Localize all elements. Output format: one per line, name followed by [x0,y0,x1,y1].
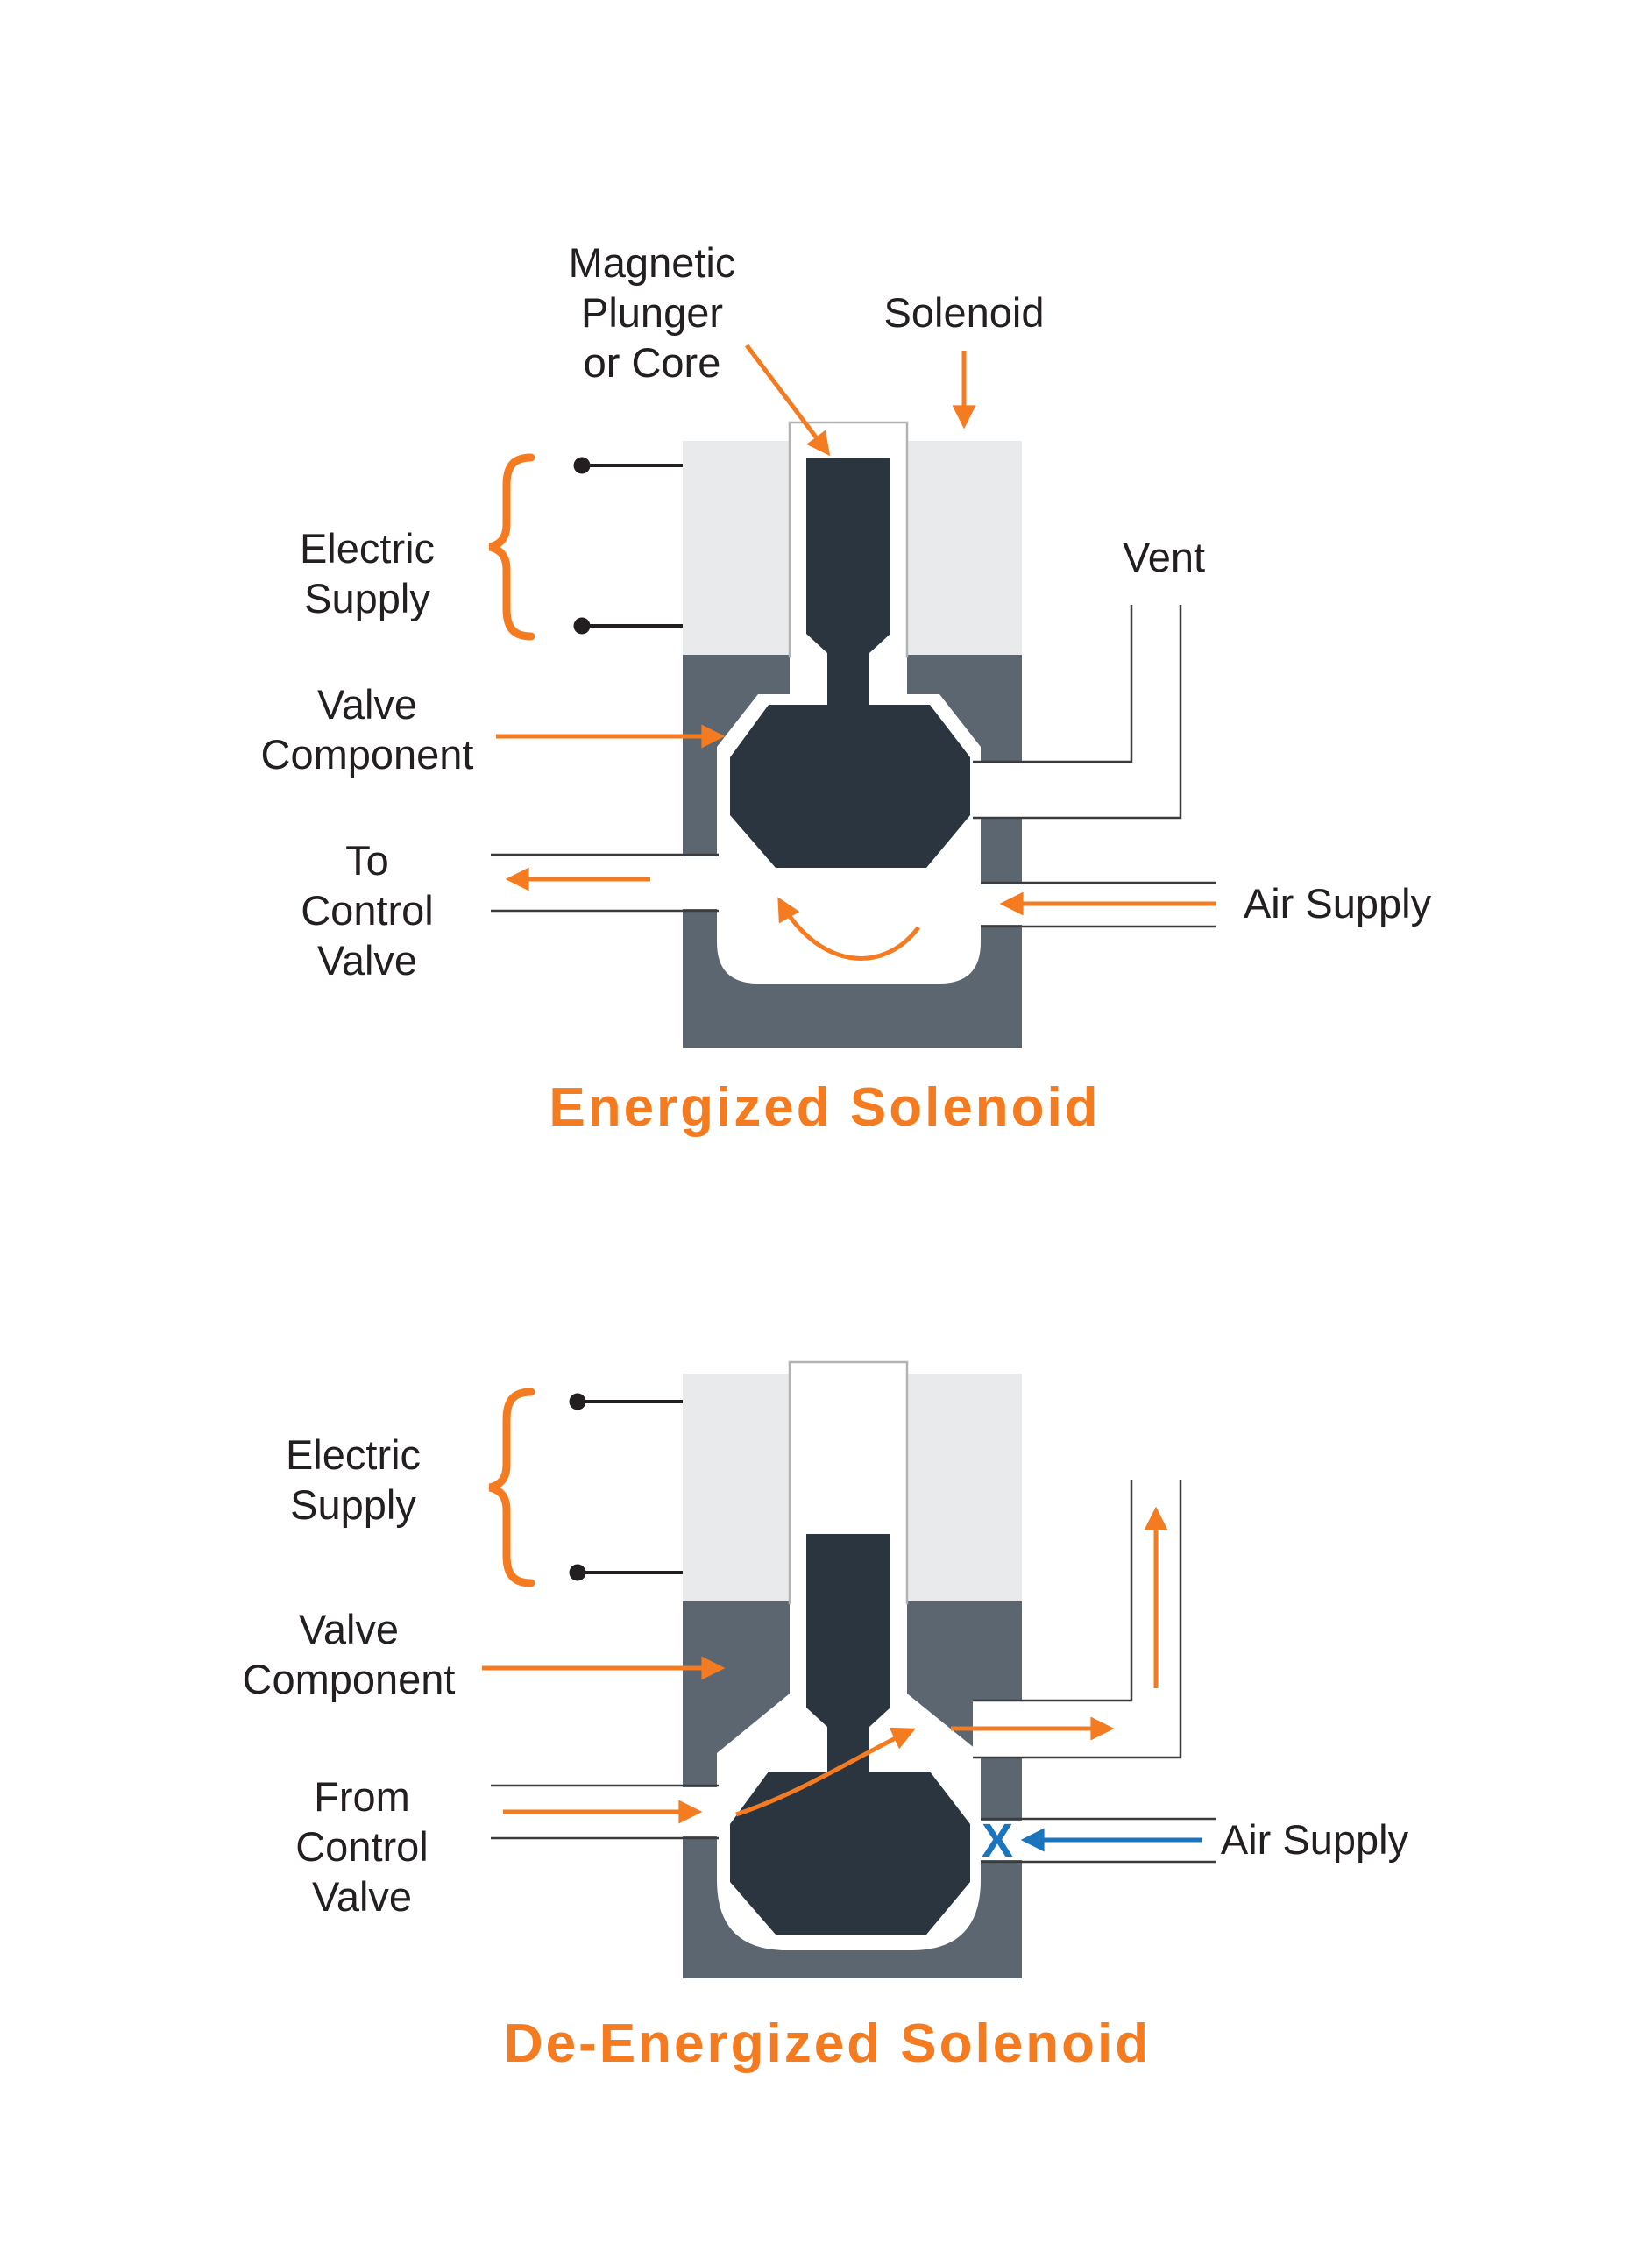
label-electric-supply-line2: Supply [290,1481,416,1528]
deenergized-title: De-Energized Solenoid [504,2013,1151,2074]
chamber-flow-arrow [777,897,921,961]
outlet-pipe-cut [681,856,720,909]
label-air-supply: Air Supply [1244,880,1432,927]
magnetic-plunger-core [806,458,890,707]
air-supply-pipe-walls [981,1817,1216,1864]
label-valve-component-line1: Valve [299,1606,399,1652]
deenergized-diagram: Electric Supply Valve Component From Con… [243,1360,1409,2074]
vent-pipe-outline [973,1480,1182,1759]
label-vent: Vent [1123,534,1205,580]
label-solenoid: Solenoid [884,289,1045,336]
air-supply-pipe-cut [979,1821,1024,1860]
plunger-valve-head [730,1772,970,1935]
label-electric-supply-line1: Electric [286,1431,421,1478]
label-to-control-valve-line1: To [345,837,389,884]
terminal-dot-lower [573,617,591,635]
air-supply-pipe-walls [981,881,1216,928]
label-magnetic-plunger-line1: Magnetic [569,239,736,286]
terminal-dot-lower [569,1564,586,1581]
electric-supply-brace [488,453,535,641]
magnetic-plunger-pointer-arrow [745,344,831,457]
label-valve-component-line1: Valve [317,681,417,728]
label-to-control-valve-line2: Control [301,887,434,934]
plunger-slot-outline [788,421,909,657]
chamber-flow-arrow [735,1727,916,1817]
vent-pipe-outline [973,605,1182,820]
energized-title: Energized Solenoid [549,1077,1100,1138]
energized-diagram: Magnetic Plunger or Core Solenoid Electr… [261,239,1432,1138]
plunger-slot-outline [788,1360,909,1604]
label-from-control-valve-line3: Valve [312,1873,412,1920]
label-air-supply: Air Supply [1221,1816,1409,1863]
label-electric-supply-line1: Electric [300,525,435,572]
label-electric-supply-line2: Supply [304,575,430,621]
label-magnetic-plunger-line3: or Core [584,339,721,386]
outlet-pipe-walls [491,853,719,913]
magnetic-plunger-core [806,1534,890,1773]
inlet-pipe-walls [491,1784,719,1840]
label-valve-component-line2: Component [243,1656,456,1702]
label-valve-component-line2: Component [261,731,474,778]
label-to-control-valve-line3: Valve [317,937,417,984]
terminal-dot-upper [569,1393,586,1410]
label-from-control-valve-line2: Control [295,1823,429,1870]
terminal-dot-upper [573,457,591,474]
blocked-x-marker: X [982,1814,1013,1867]
label-magnetic-plunger-line2: Plunger [581,289,723,336]
vent-pipe [973,605,1181,818]
label-from-control-valve-line1: From [314,1773,410,1820]
plunger-valve-head [730,705,970,868]
electric-supply-brace [488,1388,535,1587]
